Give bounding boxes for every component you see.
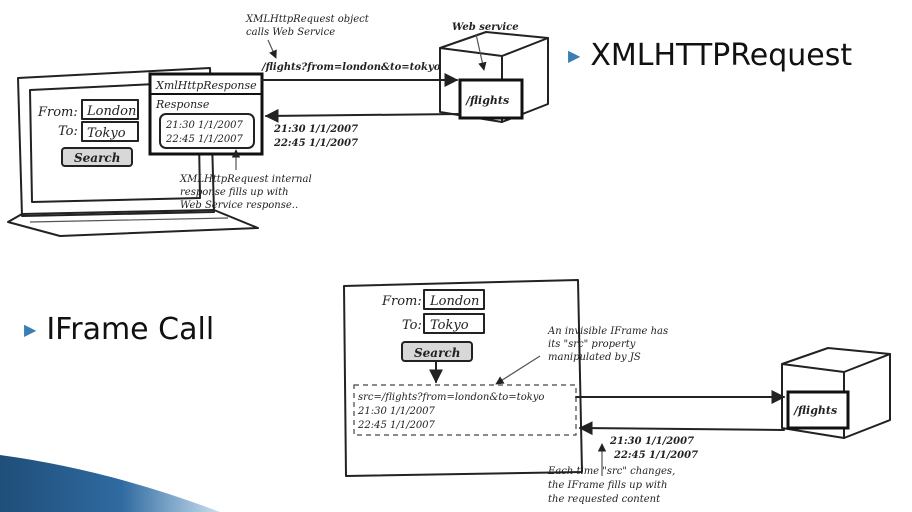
bottom-note-top: XMLHttpRequest internal response fills u… [179,149,312,211]
iframe-note: An invisible IFrame has its "src" proper… [495,326,668,385]
note-line-3: Web Service response.. [180,200,298,211]
note-line-2: the IFrame fills up with [548,480,667,491]
iframe-src-line: src=/flights?from=london&to=tokyo [358,392,544,403]
response-arrow: 21:30 1/1/2007 22:45 1/1/2007 [264,108,461,149]
request-url: /flights?from=london&to=tokyo [261,62,441,73]
from-value: London [429,294,479,309]
search-button[interactable] [61,147,133,167]
note-line-2: response fills up with [180,187,289,198]
iframe-response-arrow: 21:30 1/1/2007 22:45 1/1/2007 [578,421,785,461]
iframe-frame [353,384,577,436]
web-service-label: Web service [452,22,519,33]
return-line-2: 22:45 1/1/2007 [613,450,698,461]
laptop-sketch [7,67,259,237]
slide-decoration-bar [0,455,220,512]
to-value: Tokyo [430,318,469,333]
search-button-label: Search [74,151,120,165]
response-line-2: 22:45 1/1/2007 [165,134,244,145]
return-line-1: 21:30 1/1/2007 [273,124,358,135]
note-line-1: XMLHttpRequest object [245,14,370,25]
note-line-2: its "src" property [548,339,636,350]
top-form: From: London To: Tokyo Search [37,99,139,167]
response-area [159,113,255,149]
flights-endpoint-label: /flights [793,404,837,417]
flights-endpoint-box [786,390,850,430]
return-line-1: 21:30 1/1/2007 [609,436,694,447]
note-line-1: An invisible IFrame has [547,326,668,337]
from-input[interactable] [423,289,485,310]
bullet-label: XMLHTTPRequest [590,38,853,73]
bullet-arrow-icon: ▶ [568,46,581,65]
hidden-iframe: src=/flights?from=london&to=tokyo 21:30 … [353,384,577,436]
request-arrow: /flights?from=london&to=tokyo [261,62,459,87]
xhr-panel-subtitle: Response [155,98,210,111]
bullet-xmlhttprequest: ▶ XMLHTTPRequest [568,38,852,73]
response-line-1: 21:30 1/1/2007 [165,120,244,131]
to-input[interactable] [423,313,485,334]
browser-sketch [343,279,583,477]
search-button-label: Search [414,346,460,360]
to-label: To: [402,318,422,333]
note-line-3: the requested content [548,494,661,505]
bottom-server-box: /flights [781,347,891,439]
bullet-arrow-icon: ▶ [24,320,37,339]
xhr-panel-title: XmlHttpResponse [155,79,257,92]
from-value: London [86,104,136,119]
flights-endpoint-box [458,78,524,120]
bottom-note: Each time "src" changes, the IFrame fill… [547,443,675,505]
bottom-form: From: London To: Tokyo Search [381,289,485,384]
from-input[interactable] [81,99,139,120]
note-line-1: Each time "src" changes, [547,466,675,477]
flights-endpoint-label: /flights [465,94,509,107]
to-label: To: [58,124,78,139]
from-label: From: [381,294,422,309]
from-label: From: [37,105,78,120]
to-value: Tokyo [87,126,126,141]
top-note: XMLHttpRequest object calls Web Service [245,14,370,59]
iframe-line-2: 22:45 1/1/2007 [357,420,436,431]
web-service-box: /flights Web service [439,22,549,123]
return-line-2: 22:45 1/1/2007 [273,138,358,149]
bullet-label: IFrame Call [46,312,215,347]
note-line-2: calls Web Service [246,27,335,38]
to-input[interactable] [81,121,139,142]
xhr-response-panel: XmlHttpResponse Response 21:30 1/1/2007 … [148,72,264,156]
bullet-iframe-call: ▶ IFrame Call [24,312,214,347]
search-button[interactable] [401,341,473,362]
note-line-1: XMLHttpRequest internal [179,174,312,185]
note-line-3: manipulated by JS [548,352,641,363]
iframe-line-1: 21:30 1/1/2007 [357,406,436,417]
